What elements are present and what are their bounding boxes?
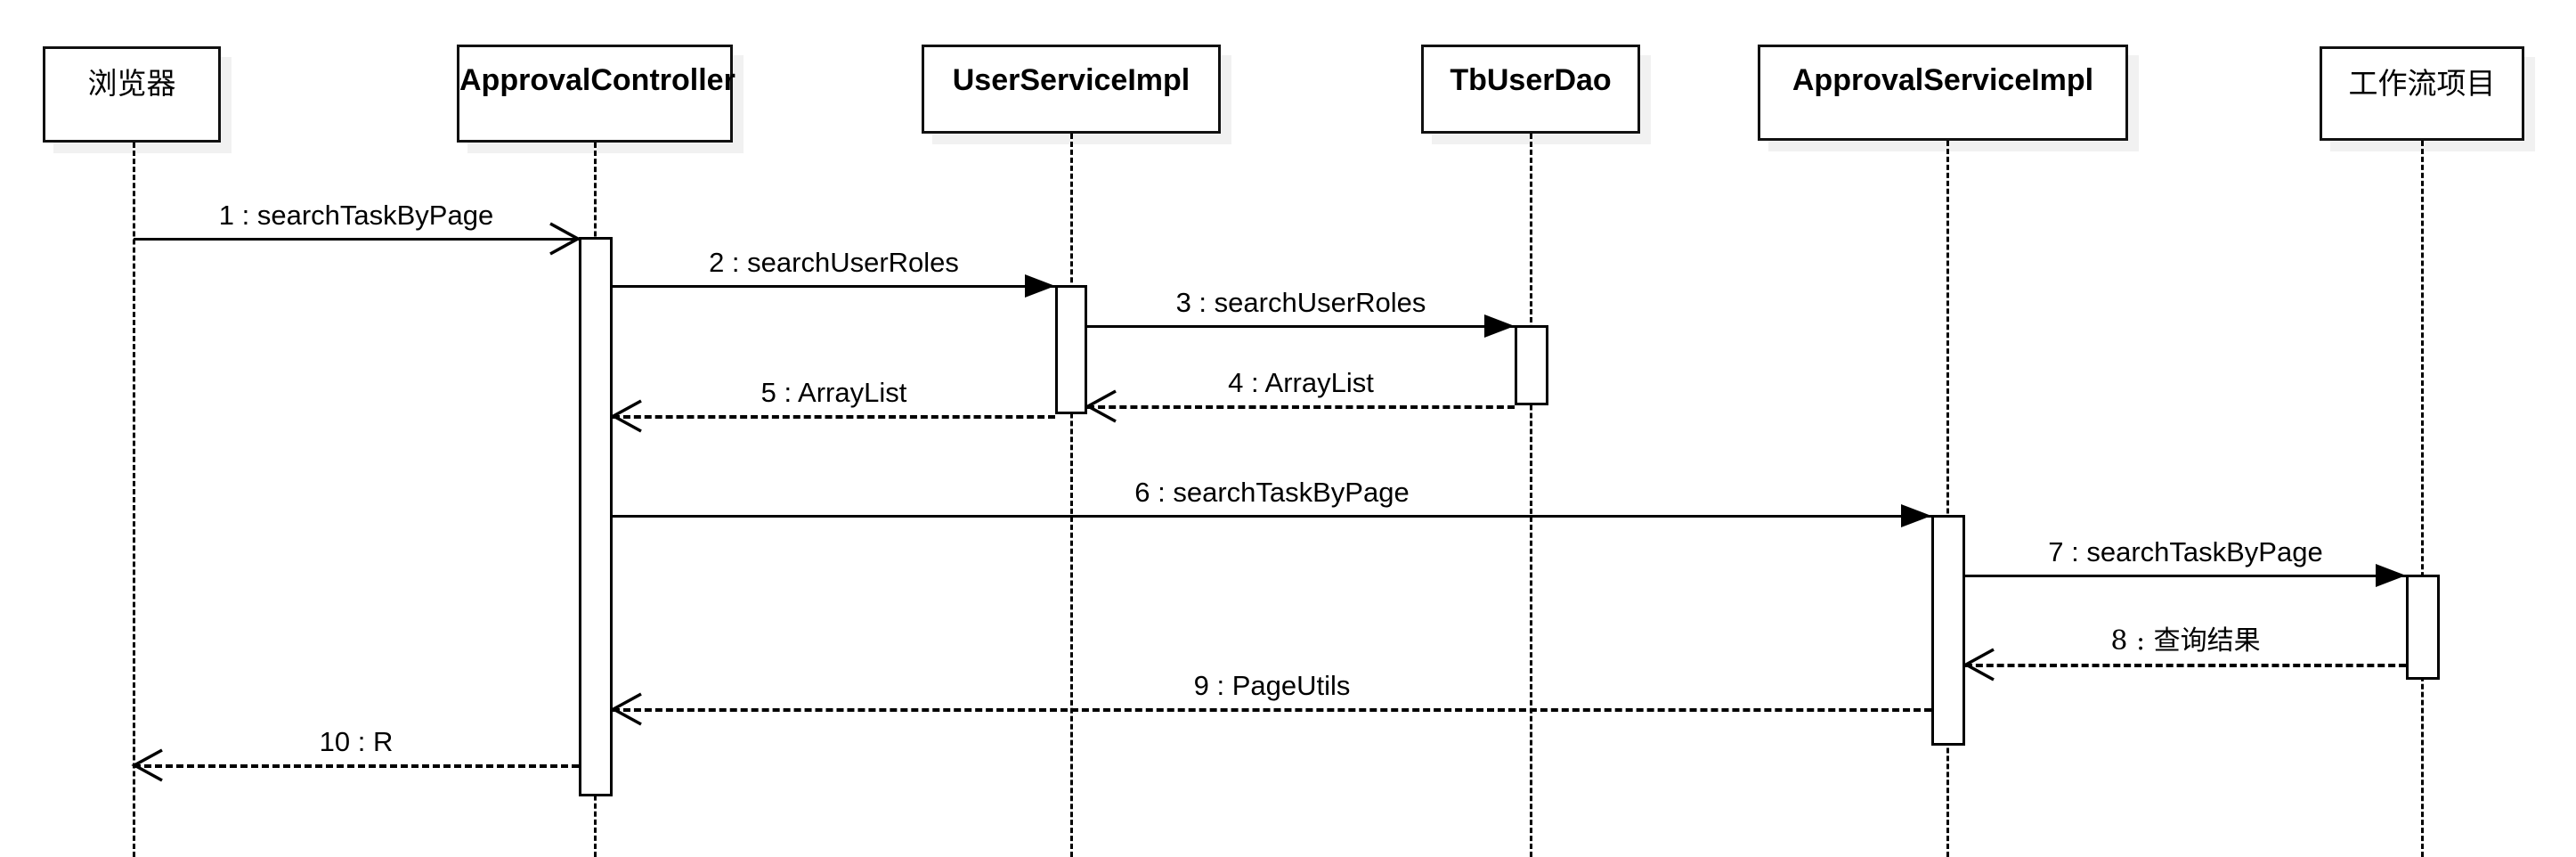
participant-box-tbuserdao[interactable]: TbUserDao [1421,45,1640,134]
message-label: 6 : searchTaskByPage [1134,477,1410,508]
activation-bar-approvalsvc[interactable] [1931,515,1965,746]
message-label: 7 : searchTaskByPage [2048,536,2323,567]
participant-label: ApprovalController [459,63,735,97]
participant-box-browser[interactable]: 浏览器 [43,46,221,143]
participant-box-approvalsvc[interactable]: ApprovalServiceImpl [1758,45,2128,141]
participant-box-controller[interactable]: ApprovalController [457,45,735,143]
message-line [1087,325,1515,328]
message-line [613,515,1931,518]
message-label: 8 : 查询结果 [2110,625,2261,657]
participant-box-workflow[interactable]: 工作流项目 [2320,46,2524,141]
message-line [1965,664,2406,667]
message-line [613,285,1055,288]
message-line [1965,575,2406,577]
activation-bar-workflow[interactable] [2406,575,2440,680]
lifeline-userservice [1070,134,1073,857]
participant-label: ApprovalServiceImpl [1792,63,2094,97]
participant-label: UserServiceImpl [952,63,1190,97]
participant-label: TbUserDao [1450,63,1612,97]
message-line [613,415,1055,419]
message-label: 10 : R [319,726,394,757]
lifeline-approvalsvc [1946,141,1949,857]
lifeline-browser [133,143,135,857]
message-label: 2 : searchUserRoles [709,247,959,278]
message-label: 3 : searchUserRoles [1175,287,1426,318]
message-label: 1 : searchTaskByPage [218,200,494,231]
message-line [1087,405,1515,409]
participant-label: 浏览器 [87,66,176,101]
lifeline-tbuserdao [1530,134,1532,857]
message-label: 9 : PageUtils [1193,670,1351,701]
participant-label: 工作流项目 [2348,66,2496,101]
message-label: 5 : ArrayList [760,377,907,408]
lifeline-workflow [2421,141,2424,857]
participant-box-userservice[interactable]: UserServiceImpl [922,45,1221,134]
message-line [134,764,579,768]
activation-bar-userservice[interactable] [1055,285,1087,414]
message-line [613,708,1931,712]
message-line [134,238,579,241]
message-label: 4 : ArrayList [1228,367,1374,398]
activation-bar-controller[interactable] [579,237,613,796]
activation-bar-tbuserdao[interactable] [1515,325,1548,405]
